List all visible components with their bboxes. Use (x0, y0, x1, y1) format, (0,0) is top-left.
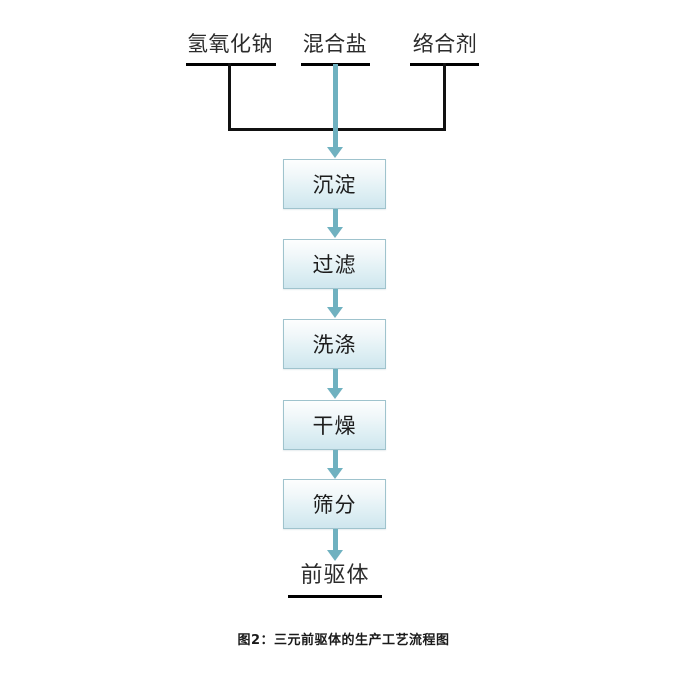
arrow-head-step-4-to-step-5 (327, 468, 343, 479)
arrow-shaft-step-5-to-output (333, 529, 338, 551)
input-label-complexing-agent: 络合剂 (412, 32, 478, 56)
process-step-label: 洗涤 (312, 333, 357, 357)
output-label-precursor: 前驱体 (300, 563, 370, 588)
arrow-shaft-step-4-to-step-5 (333, 450, 338, 469)
arrow-shaft-step-2-to-step-3 (333, 289, 338, 308)
arrow-head-inputs-to-step-1 (327, 147, 343, 158)
arrow-shaft-inputs-to-step-1 (333, 64, 338, 149)
arrow-shaft-step-3-to-step-4 (333, 369, 338, 389)
arrow-head-step-5-to-output (327, 550, 343, 561)
process-step-label: 干燥 (312, 414, 357, 438)
arrow-head-step-2-to-step-3 (327, 307, 343, 318)
process-step-precipitation[interactable]: 沉淀 (283, 159, 386, 209)
bracket-right-vertical (443, 63, 446, 131)
bracket-left-vertical (228, 63, 231, 131)
figure-caption: 图2：三元前驱体的生产工艺流程图 (237, 633, 450, 648)
input-label-sodium-hydroxide: 氢氧化钠 (187, 32, 273, 56)
input-underline-sodium-hydroxide (186, 63, 276, 66)
process-step-drying[interactable]: 干燥 (283, 400, 386, 450)
arrow-shaft-step-1-to-step-2 (333, 209, 338, 228)
output-underline-precursor (288, 595, 382, 598)
arrow-head-step-1-to-step-2 (327, 227, 343, 238)
process-step-sieving[interactable]: 筛分 (283, 479, 386, 529)
process-step-label: 沉淀 (312, 173, 357, 197)
process-step-filtration[interactable]: 过滤 (283, 239, 386, 289)
process-step-label: 筛分 (312, 493, 357, 517)
process-step-label: 过滤 (312, 253, 357, 277)
input-label-mixed-salt: 混合盐 (302, 32, 368, 56)
process-step-washing[interactable]: 洗涤 (283, 319, 386, 369)
arrow-head-step-3-to-step-4 (327, 388, 343, 399)
